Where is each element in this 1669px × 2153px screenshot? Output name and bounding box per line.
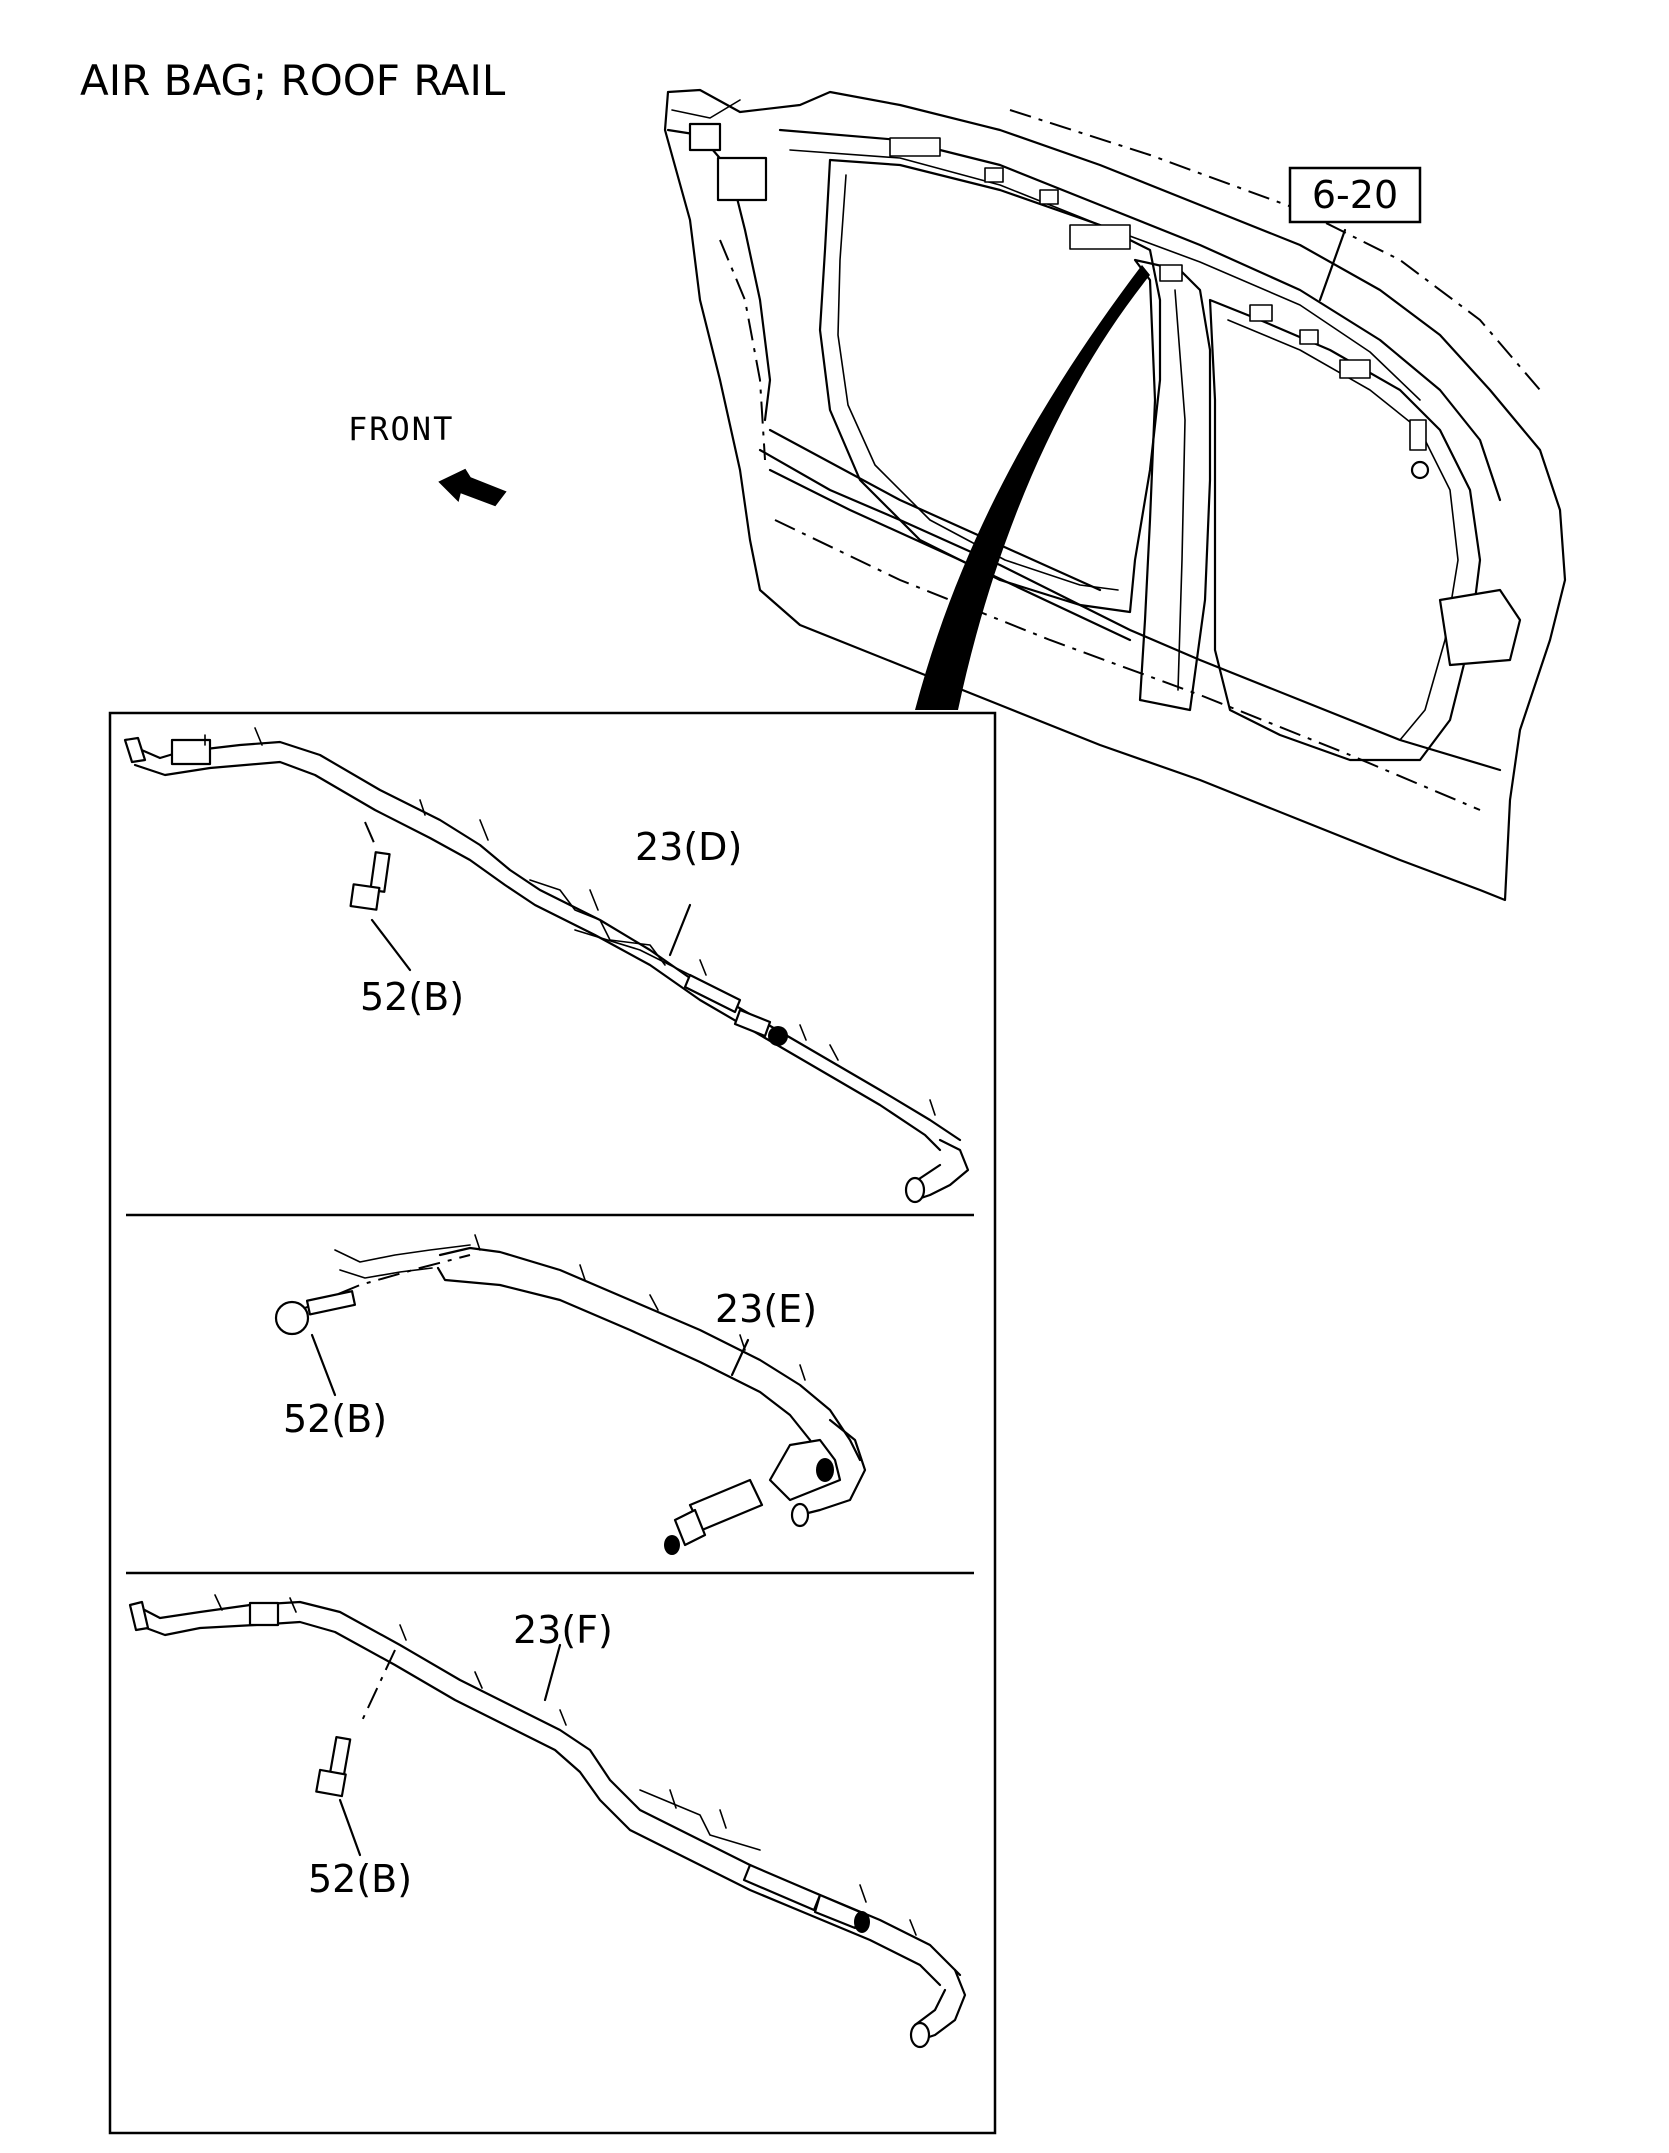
callout-wedge (915, 265, 1150, 710)
front-arrow-icon (438, 468, 507, 507)
front-label: FRONT (348, 410, 454, 448)
page-title: AIR BAG; ROOF RAIL (80, 56, 506, 105)
part-label-23e: 23(E) (715, 1287, 817, 1331)
bolt-label-f: 52(B) (308, 1857, 412, 1901)
reference-box-label: 6-20 (1312, 173, 1398, 217)
airbag-23f: 23(F) 52(B) (128, 1594, 967, 2049)
bolt-label-d: 52(B) (360, 975, 464, 1019)
bolt-52b-f (315, 1735, 352, 1798)
detail-panel (108, 711, 997, 2135)
bolt-52b-d (349, 851, 391, 911)
part-label-23d: 23(D) (635, 825, 742, 869)
airbag-23d: 23(D) 52(B) (123, 727, 970, 1204)
airbag-23e: 23(E) 52(B) (274, 1234, 867, 1555)
vehicle-side-frame (663, 88, 1567, 902)
bolt-label-e: 52(B) (283, 1397, 387, 1441)
front-indicator: FRONT (348, 410, 507, 507)
reference-box: 6-20 (1288, 166, 1422, 224)
bolt-52b-e (274, 1290, 357, 1336)
part-label-23f: 23(F) (513, 1608, 613, 1652)
